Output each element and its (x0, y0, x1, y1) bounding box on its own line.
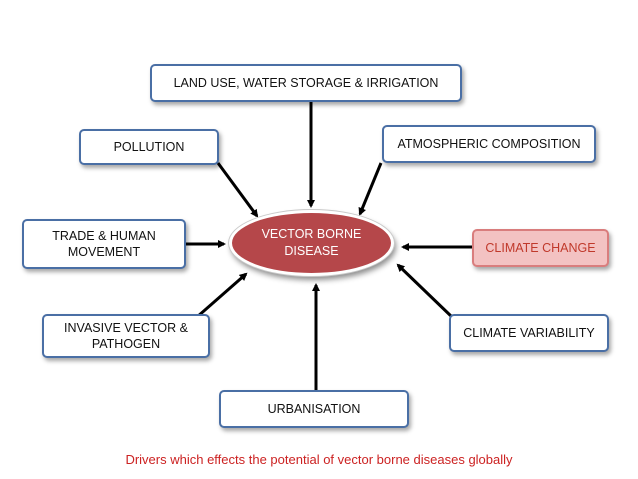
node-atmospheric-composition: ATMOSPHERIC COMPOSITION (382, 125, 596, 163)
node-trade-label: TRADE & HUMAN MOVEMENT (52, 229, 156, 259)
arrow-atmospheric (358, 162, 383, 216)
node-pollution: POLLUTION (79, 129, 219, 165)
node-land-use-label: LAND USE, WATER STORAGE & IRRIGATION (173, 76, 439, 90)
arrow-pollution (216, 162, 259, 218)
node-urbanisation-label: URBANISATION (267, 402, 361, 416)
node-urbanisation: URBANISATION (219, 390, 409, 428)
diagram-caption: Drivers which effects the potential of v… (125, 452, 513, 467)
node-invasive-label: INVASIVE VECTOR & PATHOGEN (64, 321, 188, 351)
arrow-climate-variability (396, 263, 454, 319)
node-pollution-label: POLLUTION (113, 140, 185, 154)
node-vector-borne-disease: VECTOR BORNE DISEASE (229, 210, 394, 276)
node-climate-variability: CLIMATE VARIABILITY (449, 314, 609, 352)
center-node-label: VECTOR BORNE DISEASE (261, 227, 362, 258)
node-climate-change: CLIMATE CHANGE (472, 229, 609, 267)
node-climate-variability-label: CLIMATE VARIABILITY (463, 326, 595, 340)
node-climate-change-label: CLIMATE CHANGE (485, 241, 596, 255)
node-trade-human-movement: TRADE & HUMAN MOVEMENT (22, 219, 186, 269)
node-invasive-vector-pathogen: INVASIVE VECTOR & PATHOGEN (42, 314, 210, 358)
node-land-use: LAND USE, WATER STORAGE & IRRIGATION (150, 64, 462, 102)
arrow-invasive (196, 272, 248, 319)
node-atmospheric-label: ATMOSPHERIC COMPOSITION (397, 137, 581, 151)
